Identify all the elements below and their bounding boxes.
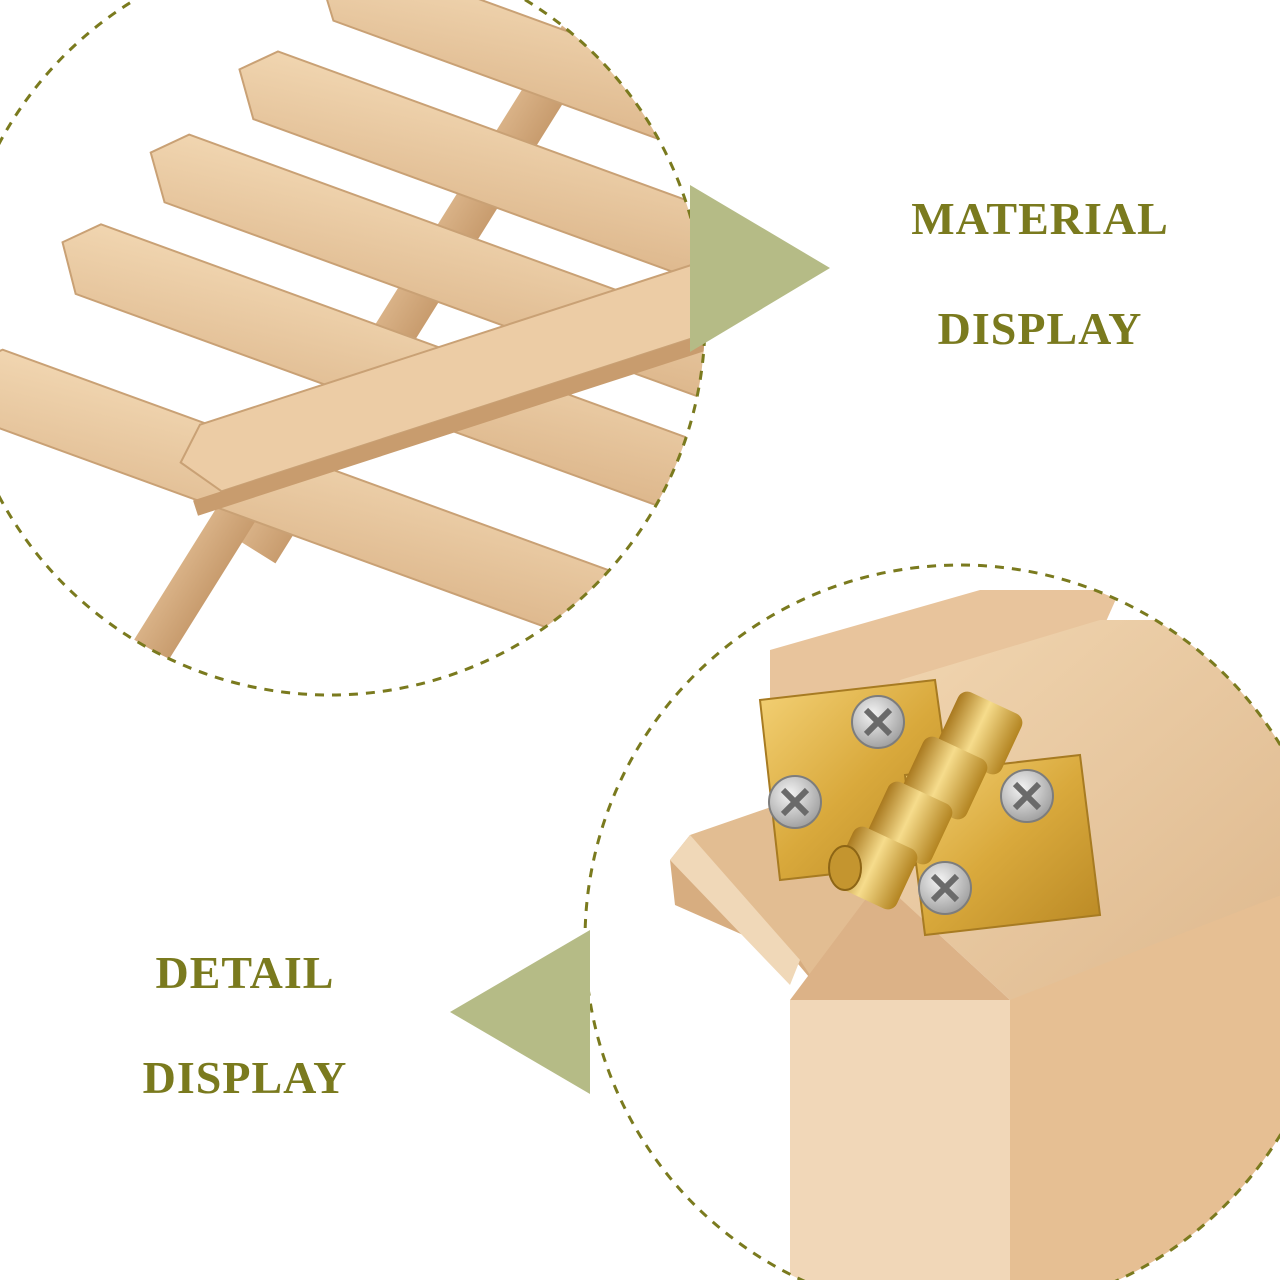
- detail-pointer-arrow: [450, 930, 590, 1094]
- hinge-knuckles: [828, 691, 1023, 910]
- hinge-photo: [585, 565, 1280, 1280]
- material-title-line1: MATERIAL: [911, 193, 1169, 244]
- detail-title-line2: DISPLAY: [142, 1052, 348, 1103]
- fence-photo: [0, 0, 705, 695]
- screw-icons: [768, 695, 1054, 915]
- material-title-line2: DISPLAY: [937, 303, 1143, 354]
- material-pointer-arrow: [690, 185, 830, 352]
- detail-title-line1: DETAIL: [155, 947, 335, 998]
